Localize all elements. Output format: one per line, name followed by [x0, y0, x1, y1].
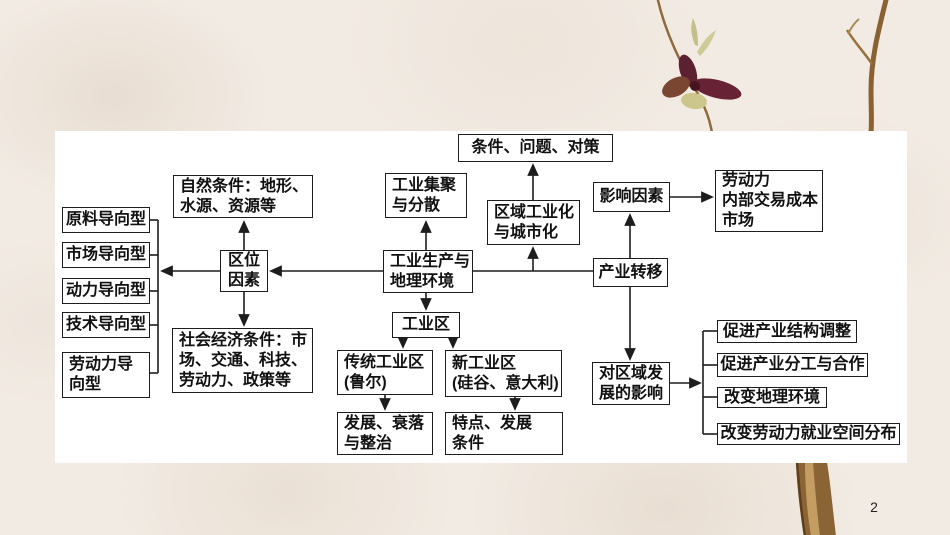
node-hub: 工业生产与 地理环境: [383, 250, 473, 293]
node-transfer-factors-label: 劳动力: [722, 172, 771, 189]
node-development: 发展、衰落 与整治: [337, 412, 433, 455]
connector-layer: [150, 163, 717, 435]
twig-ornament-top: [845, 0, 889, 134]
node-industry-transfer: 产业转移: [593, 258, 668, 287]
node-regional-impact-label: 展的影响: [599, 384, 664, 402]
node-impact-3: 改变地理环境: [717, 387, 827, 408]
node-features-label: 特点、发展: [452, 414, 533, 432]
node-socioeconomic: 社会经济条件：市 场、交通、科技、 劳动力、政策等: [172, 328, 313, 393]
node-raw-material-label: 原料导向型: [65, 211, 146, 228]
node-labor: 劳动力导 向型: [62, 352, 150, 398]
node-regional-urbanization: 区域工业化 与城市化: [487, 200, 580, 245]
node-features: 特点、发展 条件: [445, 412, 563, 455]
node-power: 动力导向型: [62, 278, 150, 304]
node-labor-label: 向型: [69, 376, 102, 393]
node-transfer-factors-label: 市场: [722, 212, 755, 229]
node-hub-label: 地理环境: [390, 272, 455, 290]
node-development-label: 与整治: [344, 434, 393, 452]
node-regional-impact-label: 对区域发: [599, 364, 664, 382]
node-natural-conditions-label: 水源、资源等: [180, 197, 277, 215]
dried-flower-ornament: [656, 0, 742, 134]
node-new-zone: 新工业区 (硅谷、意大利): [445, 350, 562, 397]
node-hub-label: 工业生产与: [390, 252, 471, 270]
node-influence-factors-label: 影响因素: [599, 188, 664, 205]
twig-ornament-bottom: [795, 461, 836, 535]
node-new-zone-label: 新工业区: [452, 354, 517, 372]
node-new-zone-label: (硅谷、意大利): [452, 374, 559, 392]
node-labor-label: 劳动力导: [69, 356, 134, 373]
node-technology: 技术导向型: [62, 312, 150, 338]
node-natural-conditions-label: 自然条件：地形、: [180, 177, 309, 195]
node-industrial-zone-label: 工业区: [401, 316, 450, 333]
node-natural-conditions: 自然条件：地形、 水源、资源等: [173, 175, 313, 218]
node-socioeconomic-label: 场、交通、科技、: [179, 351, 308, 369]
diagram-panel: 条件、问题、对策 工业集聚 与分散 区域工业化 与城市化 影响因素 劳动力 内部…: [55, 131, 907, 463]
node-impact-4-label: 改变劳动力就业空间分布: [720, 425, 897, 442]
node-industrial-zone: 工业区: [392, 312, 460, 338]
node-socioeconomic-label: 社会经济条件：市: [179, 331, 308, 349]
node-traditional-zone: 传统工业区 (鲁尔): [337, 350, 433, 395]
node-agglomeration-label: 与分散: [392, 196, 441, 214]
node-traditional-zone-label: (鲁尔): [344, 373, 387, 391]
node-influence-factors: 影响因素: [593, 182, 670, 212]
node-impact-1: 促进产业结构调整: [717, 320, 857, 343]
node-regional-urbanization-label: 与城市化: [494, 223, 559, 241]
node-location-factors-label: 因素: [227, 272, 260, 289]
node-regional-impact: 对区域发 展的影响: [592, 362, 670, 405]
node-regional-urbanization-label: 区域工业化: [494, 203, 575, 221]
node-transfer-factors: 劳动力 内部交易成本 市场: [715, 170, 823, 232]
node-power-label: 动力导向型: [65, 282, 146, 299]
node-impact-3-label: 改变地理环境: [723, 388, 820, 406]
node-features-label: 条件: [452, 434, 485, 452]
node-traditional-zone-label: 传统工业区: [344, 353, 425, 371]
node-impact-2-label: 促进产业分工与合作: [720, 356, 865, 373]
node-location-factors-label: 区位: [227, 252, 260, 269]
node-condition-label: 条件、问题、对策: [471, 139, 600, 156]
page-number: 2: [870, 499, 878, 515]
node-agglomeration: 工业集聚 与分散: [385, 173, 467, 218]
node-raw-material: 原料导向型: [62, 207, 150, 233]
node-condition: 条件、问题、对策: [458, 134, 613, 162]
node-socioeconomic-label: 劳动力、政策等: [179, 371, 292, 389]
node-market: 市场导向型: [62, 242, 150, 268]
node-impact-4: 改变劳动力就业空间分布: [717, 423, 900, 445]
node-location-factors: 区位 因素: [220, 250, 268, 292]
node-agglomeration-label: 工业集聚: [392, 176, 457, 194]
node-market-label: 市场导向型: [65, 246, 146, 263]
node-industry-transfer-label: 产业转移: [598, 263, 663, 281]
node-transfer-factors-label: 内部交易成本: [722, 192, 819, 209]
node-impact-1-label: 促进产业结构调整: [722, 322, 851, 340]
node-technology-label: 技术导向型: [65, 316, 146, 333]
node-development-label: 发展、衰落: [344, 414, 425, 432]
node-impact-2: 促进产业分工与合作: [717, 353, 868, 377]
